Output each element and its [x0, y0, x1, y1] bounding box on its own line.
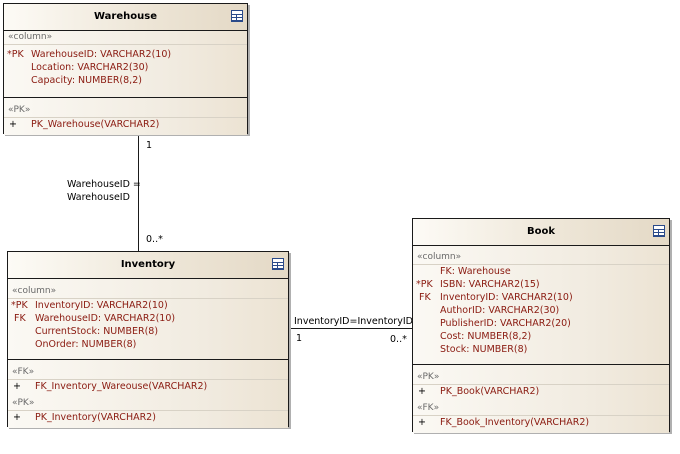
operation-text: FK_Book_Inventory(VARCHAR2)	[440, 417, 590, 428]
connector-label-inventory-book: InventoryID=InventoryID	[294, 316, 413, 327]
visibility-marker: +	[418, 417, 426, 428]
column-text: CurrentStock: NUMBER(8)	[35, 326, 159, 337]
column-row[interactable]: FK WarehouseID: VARCHAR2(10)	[8, 312, 288, 325]
connector-inventory-book[interactable]	[289, 328, 412, 329]
visibility-marker: +	[13, 381, 21, 392]
pk-fk-compartment: «PK» + PK_Book(VARCHAR2) «FK» + FK_Book_…	[413, 364, 669, 433]
mult-inventory-book-target: 0..*	[390, 334, 407, 345]
entity-warehouse[interactable]: Warehouse «column» *PK WarehouseID: VARC…	[3, 3, 248, 135]
column-text: WarehouseID: VARCHAR2(10)	[35, 313, 176, 324]
entity-header[interactable]: Inventory	[8, 252, 288, 279]
entity-title: Warehouse	[94, 11, 157, 22]
stereotype-label: «FK»	[413, 402, 669, 416]
column-text: Cost: NUMBER(8,2)	[440, 331, 532, 342]
mult-inventory-book-source: 1	[296, 333, 303, 344]
column-text: ISBN: VARCHAR2(15)	[440, 279, 540, 290]
column-row[interactable]: FK: Warehouse	[413, 265, 669, 278]
mult-inventory-side: 0..*	[146, 234, 163, 245]
column-text: InventoryID: VARCHAR2(10)	[35, 300, 168, 311]
table-icon	[231, 10, 243, 22]
stereotype-label: «column»	[4, 31, 247, 45]
column-row[interactable]: OnOrder: NUMBER(8)	[8, 338, 288, 351]
column-prefix: *PK	[7, 49, 24, 60]
table-icon	[653, 225, 665, 237]
operation-text: PK_Inventory(VARCHAR2)	[35, 412, 156, 423]
column-text: Location: VARCHAR2(30)	[31, 62, 149, 73]
stereotype-label: «column»	[8, 285, 288, 299]
operation-row[interactable]: + PK_Inventory(VARCHAR2)	[8, 411, 288, 424]
operation-row[interactable]: + PK_Book(VARCHAR2)	[413, 385, 669, 398]
column-row[interactable]: CurrentStock: NUMBER(8)	[8, 325, 288, 338]
operation-text: PK_Book(VARCHAR2)	[440, 386, 540, 397]
connector-warehouse-inventory[interactable]	[138, 134, 139, 252]
column-text: OnOrder: NUMBER(8)	[35, 339, 137, 350]
columns-compartment: «column» FK: Warehouse *PK ISBN: VARCHAR…	[413, 246, 669, 364]
column-text: PublisherID: VARCHAR2(20)	[440, 318, 571, 329]
stereotype-label: «FK»	[8, 366, 288, 380]
stereotype-label: «PK»	[8, 397, 288, 411]
stereotype-label: «column»	[413, 251, 669, 265]
entity-title: Book	[526, 226, 555, 237]
column-row[interactable]: Capacity: NUMBER(8,2)	[4, 74, 247, 87]
column-row[interactable]: Cost: NUMBER(8,2)	[413, 330, 669, 343]
column-prefix: FK	[14, 313, 26, 324]
column-prefix: FK	[419, 292, 431, 303]
operation-row[interactable]: + FK_Book_Inventory(VARCHAR2)	[413, 416, 669, 429]
column-prefix: *PK	[416, 279, 433, 290]
connector-label-warehouse-line1: WarehouseID =	[67, 179, 141, 190]
columns-compartment: «column» *PK WarehouseID: VARCHAR2(10) L…	[4, 31, 247, 97]
entity-header[interactable]: Warehouse	[4, 4, 247, 31]
column-row[interactable]: Location: VARCHAR2(30)	[4, 61, 247, 74]
column-text: FK: Warehouse	[440, 266, 511, 277]
pk-compartment: «PK» + PK_Warehouse(VARCHAR2)	[4, 97, 247, 135]
column-row[interactable]: Stock: NUMBER(8)	[413, 343, 669, 356]
column-text: InventoryID: VARCHAR2(10)	[440, 292, 573, 303]
entity-title: Inventory	[120, 259, 176, 270]
column-prefix: *PK	[11, 300, 28, 311]
operation-text: FK_Inventory_Wareouse(VARCHAR2)	[35, 381, 208, 392]
column-text: AuthorID: VARCHAR2(30)	[440, 305, 560, 316]
column-row[interactable]: *PK WarehouseID: VARCHAR2(10)	[4, 48, 247, 61]
operation-row[interactable]: + FK_Inventory_Wareouse(VARCHAR2)	[8, 380, 288, 393]
mult-warehouse-side: 1	[146, 140, 153, 151]
columns-compartment: «column» *PK InventoryID: VARCHAR2(10) F…	[8, 279, 288, 359]
column-row[interactable]: FK InventoryID: VARCHAR2(10)	[413, 291, 669, 304]
entity-book[interactable]: Book «column» FK: Warehouse *PK ISBN: VA…	[412, 218, 670, 433]
fk-pk-compartment: «FK» + FK_Inventory_Wareouse(VARCHAR2) «…	[8, 359, 288, 428]
operation-text: PK_Warehouse(VARCHAR2)	[31, 119, 160, 130]
connector-label-warehouse-line2: WarehouseID	[67, 192, 130, 203]
entity-header[interactable]: Book	[413, 219, 669, 246]
visibility-marker: +	[9, 119, 17, 130]
entity-inventory[interactable]: Inventory «column» *PK InventoryID: VARC…	[7, 251, 289, 428]
column-text: Stock: NUMBER(8)	[440, 344, 528, 355]
column-row[interactable]: *PK InventoryID: VARCHAR2(10)	[8, 299, 288, 312]
operation-row[interactable]: + PK_Warehouse(VARCHAR2)	[4, 118, 247, 131]
column-row[interactable]: *PK ISBN: VARCHAR2(15)	[413, 278, 669, 291]
column-row[interactable]: AuthorID: VARCHAR2(30)	[413, 304, 669, 317]
stereotype-label: «PK»	[413, 371, 669, 385]
column-text: WarehouseID: VARCHAR2(10)	[31, 49, 172, 60]
stereotype-label: «PK»	[4, 104, 247, 118]
visibility-marker: +	[418, 386, 426, 397]
column-text: Capacity: NUMBER(8,2)	[31, 75, 142, 86]
table-icon	[272, 258, 284, 270]
column-row[interactable]: PublisherID: VARCHAR2(20)	[413, 317, 669, 330]
visibility-marker: +	[13, 412, 21, 423]
